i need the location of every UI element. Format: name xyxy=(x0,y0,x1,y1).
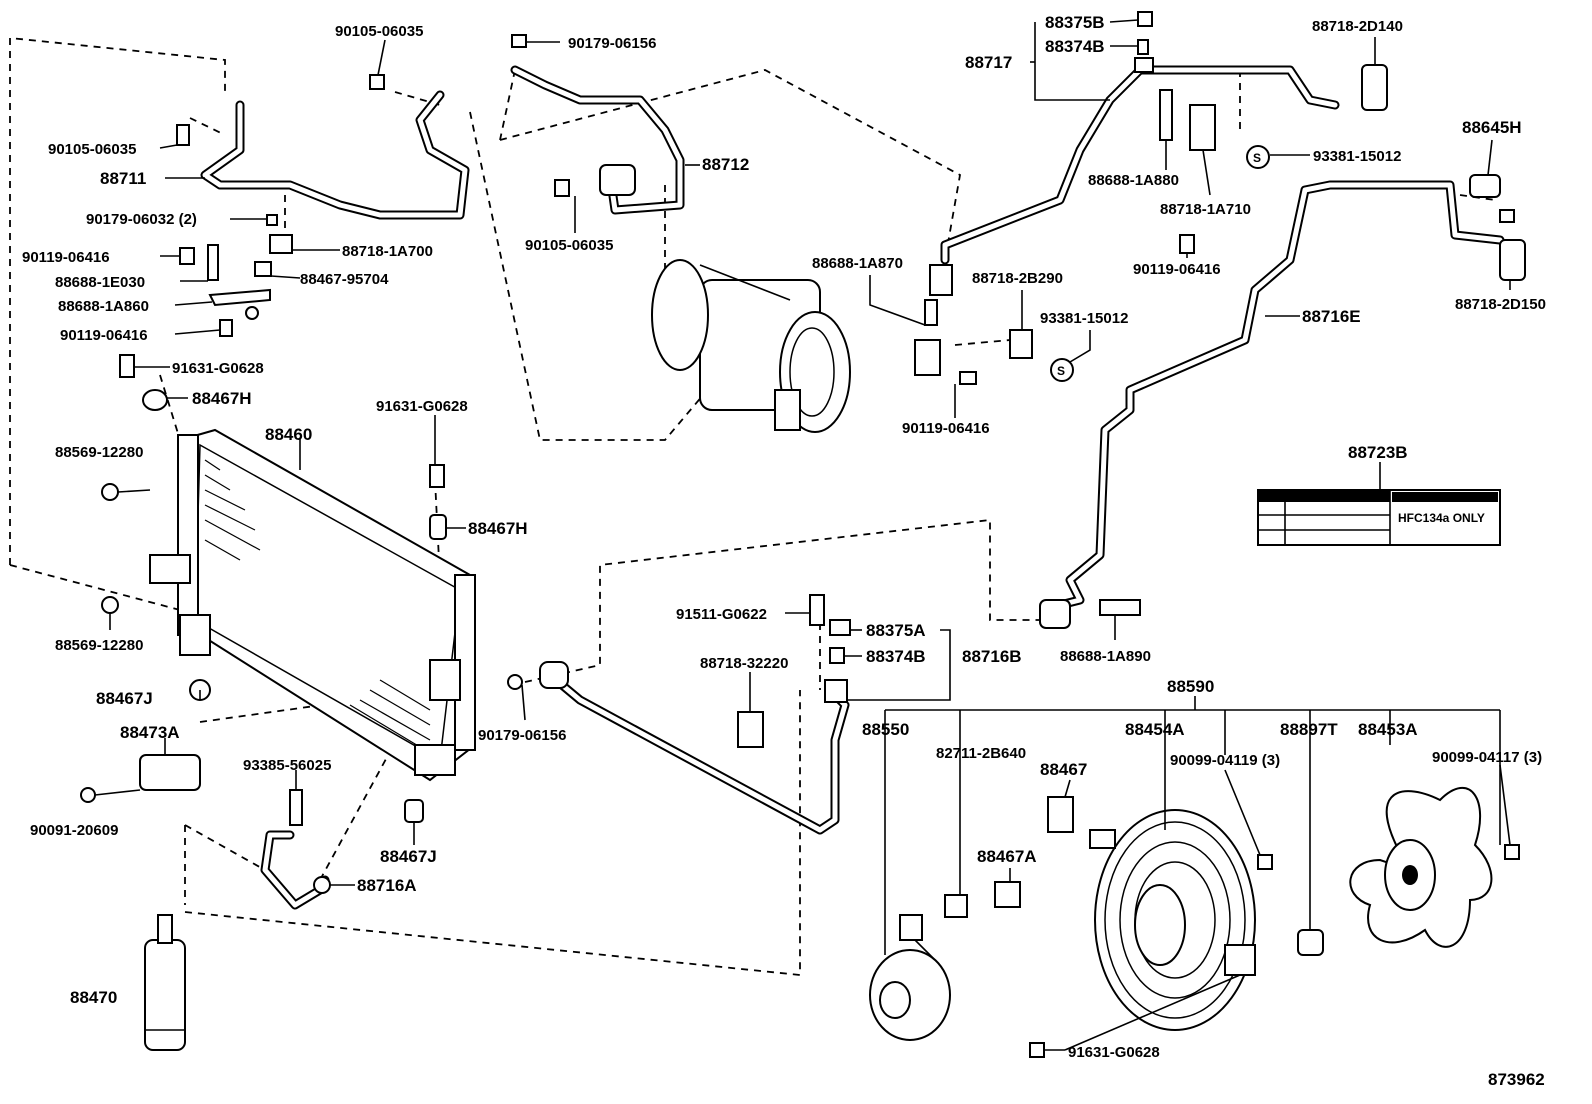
label-88688-1E030: 88688-1E030 xyxy=(55,274,145,291)
label-90119-06416-b: 90119-06416 xyxy=(60,327,148,344)
condenser-88460 xyxy=(149,428,477,782)
label-88569-12280-b: 88569-12280 xyxy=(55,637,143,654)
label-88723B: 88723B xyxy=(1348,443,1408,462)
label-90179-06156-bot: 90179-06156 xyxy=(478,727,566,744)
label-88712: 88712 xyxy=(702,155,749,174)
label-88716A: 88716A xyxy=(357,876,417,895)
label-88550: 88550 xyxy=(862,720,909,739)
label-88460: 88460 xyxy=(265,425,312,444)
label-90179-06156-top: 90179-06156 xyxy=(568,35,656,52)
label-88897T: 88897T xyxy=(1280,720,1338,739)
label-90099-04117: 90099-04117 (3) xyxy=(1432,749,1542,766)
label-88467H-a: 88467H xyxy=(192,389,252,408)
dashed-guide-lines xyxy=(9,37,1496,976)
label-88467H-b: 88467H xyxy=(468,519,528,538)
label-88473A: 88473A xyxy=(120,723,180,742)
label-88718-2B290: 88718-2B290 xyxy=(972,270,1063,287)
label-93385-56025: 93385-56025 xyxy=(243,757,331,774)
figure-number: 873962 xyxy=(1488,1070,1545,1089)
label-88645H: 88645H xyxy=(1462,118,1522,137)
label-88375B: 88375B xyxy=(1045,13,1105,32)
label-88590: 88590 xyxy=(1167,677,1214,696)
label-88688-1A870: 88688-1A870 xyxy=(812,255,903,272)
label-91631-G0628-c: 91631-G0628 xyxy=(1068,1044,1160,1061)
label-93381-15012-b: 93381-15012 xyxy=(1040,310,1128,327)
small-parts: S S xyxy=(80,11,1526,1058)
label-88374B-mid: 88374B xyxy=(866,647,926,666)
label-88467J-b: 88467J xyxy=(380,847,437,866)
label-88467A: 88467A xyxy=(977,847,1037,866)
label-90119-06416-c: 90119-06416 xyxy=(1133,261,1221,278)
label-91631-G0628-b: 91631-G0628 xyxy=(376,398,468,415)
label-88454A: 88454A xyxy=(1125,720,1185,739)
label-90179-06032: 90179-06032 (2) xyxy=(86,211,197,228)
label-90099-04119: 90099-04119 (3) xyxy=(1170,752,1280,769)
label-88716E: 88716E xyxy=(1302,307,1361,326)
label-88718-32220: 88718-32220 xyxy=(700,655,788,672)
fan-shroud-88454A xyxy=(1089,809,1256,1031)
label-93381-15012-a: 93381-15012 xyxy=(1313,148,1401,165)
label-90105-06035-top: 90105-06035 xyxy=(335,23,423,40)
label-88688-1A860: 88688-1A860 xyxy=(58,298,149,315)
label-91511-G0622: 91511-G0622 xyxy=(676,606,767,623)
label-90119-06416-d: 90119-06416 xyxy=(902,420,990,437)
label-90119-06416-a: 90119-06416 xyxy=(22,249,110,266)
compressor xyxy=(651,259,851,433)
refrigerant-label-88723B: HFC134a ONLY xyxy=(1257,489,1501,546)
refrigerant-text: HFC134a ONLY xyxy=(1398,511,1485,525)
leader-lines xyxy=(94,19,1511,1051)
label-88718-2D140: 88718-2D140 xyxy=(1312,18,1403,35)
label-88470: 88470 xyxy=(70,988,117,1007)
label-88467-95704: 88467-95704 xyxy=(300,271,389,288)
label-82711-2B640: 82711-2B640 xyxy=(936,745,1026,762)
label-88716B: 88716B xyxy=(962,647,1022,666)
label-88453A: 88453A xyxy=(1358,720,1418,739)
label-88569-12280-a: 88569-12280 xyxy=(55,444,143,461)
receiver-88470 xyxy=(144,914,186,1051)
label-88688-1A880: 88688-1A880 xyxy=(1088,172,1179,189)
label-90091-20609: 90091-20609 xyxy=(30,822,118,839)
label-88718-1A710: 88718-1A710 xyxy=(1160,201,1251,218)
label-88711: 88711 xyxy=(100,169,146,188)
label-91631-G0628-a: 91631-G0628 xyxy=(172,360,264,377)
label-88374B-top: 88374B xyxy=(1045,37,1105,56)
label-88467J-a: 88467J xyxy=(96,689,153,708)
label-88688-1A890: 88688-1A890 xyxy=(1060,648,1151,665)
label-88375A: 88375A xyxy=(866,621,926,640)
label-90105-06035-left: 90105-06035 xyxy=(48,141,136,158)
s-mark-b: S xyxy=(1057,364,1065,378)
label-88718-1A700: 88718-1A700 xyxy=(342,243,433,260)
label-88717: 88717 xyxy=(965,53,1012,72)
part-labels: 90105-06035 90105-06035 88711 90179-0603… xyxy=(22,13,1546,1089)
label-90105-06035-mid: 90105-06035 xyxy=(525,237,613,254)
fan-blade-88453A xyxy=(1349,787,1493,948)
refrigerant-pipes xyxy=(200,65,1505,910)
label-88467: 88467 xyxy=(1040,760,1087,779)
fan-motor-88550 xyxy=(869,914,951,1041)
s-mark-a: S xyxy=(1253,151,1261,165)
label-88718-2D150: 88718-2D150 xyxy=(1455,296,1546,313)
